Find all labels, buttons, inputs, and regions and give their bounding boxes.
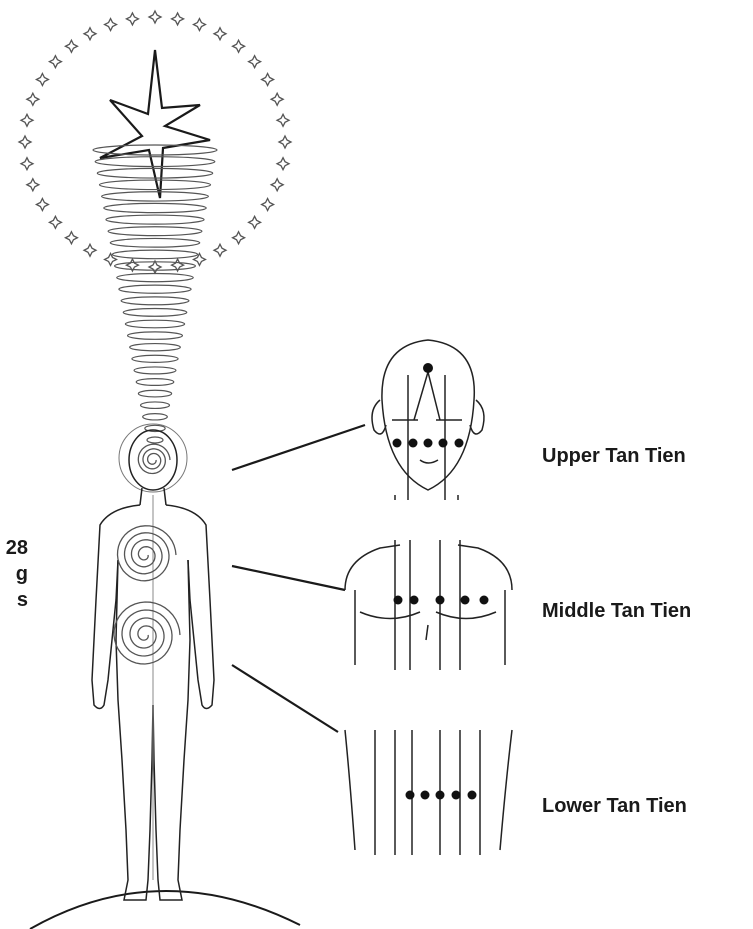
vortex-coil <box>138 390 171 397</box>
vortex-coil <box>119 285 191 293</box>
point-dot <box>409 439 418 448</box>
halo-star-icon <box>36 74 48 86</box>
point-dot <box>394 596 403 605</box>
middle-tan-tien-label: Middle Tan Tien <box>542 600 691 623</box>
halo-star-icon <box>65 40 77 52</box>
halo-star-icon <box>84 28 96 40</box>
point-dot <box>461 596 470 605</box>
point-dot <box>424 439 433 448</box>
lower-dots <box>406 791 477 800</box>
halo-star-icon <box>21 158 33 170</box>
chest-detail <box>345 540 512 670</box>
vortex-coil <box>121 297 189 305</box>
point-dot <box>480 596 489 605</box>
halo-star-icon <box>27 93 39 105</box>
halo-star-icon <box>36 199 48 211</box>
connector-upper <box>232 425 365 470</box>
halo-star-icon <box>271 179 283 191</box>
upper-tan-tien-label: Upper Tan Tien <box>542 445 686 468</box>
halo-star-icon <box>233 40 245 52</box>
middle-tan-tien-spiral <box>118 526 177 581</box>
vortex-coil <box>110 238 199 247</box>
cropped-text-3: s <box>0 587 28 613</box>
vortex-coil <box>123 309 187 317</box>
connector-lower <box>232 665 338 732</box>
vortex-coil <box>104 203 206 212</box>
point-dot <box>452 791 461 800</box>
halo-star-icon <box>277 114 289 126</box>
connector-middle <box>232 566 345 590</box>
vortex-coil <box>99 180 210 190</box>
vortex-coil <box>112 250 197 259</box>
halo-star-icon <box>277 158 289 170</box>
upper-dots <box>393 439 464 448</box>
halo-star-icon <box>27 179 39 191</box>
halo-star-icon <box>262 74 274 86</box>
halo-star-icon <box>149 261 161 273</box>
middle-dots <box>394 596 489 605</box>
upper-tan-tien-spiral <box>138 444 170 473</box>
vortex-coil <box>125 320 184 328</box>
halo-star-icon <box>271 93 283 105</box>
lower-tan-tien-spiral <box>114 602 180 664</box>
point-dot <box>410 596 419 605</box>
halo-star-icon <box>49 56 61 68</box>
cropped-text-1: 28 <box>0 535 28 561</box>
halo-star-icon <box>279 136 291 148</box>
point-dot <box>455 439 464 448</box>
vortex-coil <box>141 402 170 408</box>
star-icon <box>100 50 210 198</box>
halo-star-icon <box>214 28 226 40</box>
halo-star-icon <box>249 216 261 228</box>
halo-star-icon <box>21 114 33 126</box>
ground-arc <box>30 891 300 929</box>
vortex-coil <box>136 379 174 386</box>
halo-star-icon <box>262 199 274 211</box>
vortex-coil <box>102 192 209 201</box>
vortex-coil <box>128 332 183 339</box>
point-dot <box>468 791 477 800</box>
vortex-coil <box>115 262 196 270</box>
halo-star-icon <box>105 19 117 31</box>
halo-star-icon <box>249 56 261 68</box>
halo-star-icon <box>193 19 205 31</box>
halo-star-icon <box>214 244 226 256</box>
halo-star-icon <box>65 232 77 244</box>
cropped-text-2: g <box>0 561 28 587</box>
point-dot <box>436 791 445 800</box>
halo-star-icon <box>105 253 117 265</box>
vortex-coil <box>130 344 181 351</box>
vortex-coil <box>117 273 193 281</box>
point-dot <box>406 791 415 800</box>
lower-tan-tien-label: Lower Tan Tien <box>542 795 687 818</box>
halo-star-icon <box>149 11 161 23</box>
halo-star-icon <box>233 232 245 244</box>
vortex-coil <box>132 355 178 362</box>
vortex-coil <box>106 215 204 224</box>
point-dot <box>421 791 430 800</box>
halo-star-icon <box>49 216 61 228</box>
point-dot <box>439 439 448 448</box>
halo-star-icon <box>172 13 184 25</box>
crown-point-dot <box>423 363 433 373</box>
point-dot <box>436 596 445 605</box>
point-dot <box>393 439 402 448</box>
vortex-coil <box>108 227 202 236</box>
connector-lines <box>232 425 365 732</box>
halo-star-icon <box>126 13 138 25</box>
vortex-coil <box>143 414 168 420</box>
vortex-coil <box>147 437 163 443</box>
energy-vortex <box>93 145 217 443</box>
halo-star-icon <box>84 244 96 256</box>
halo-star-icon <box>19 136 31 148</box>
halo-star-icon <box>193 253 205 265</box>
vortex-coil <box>134 367 176 374</box>
